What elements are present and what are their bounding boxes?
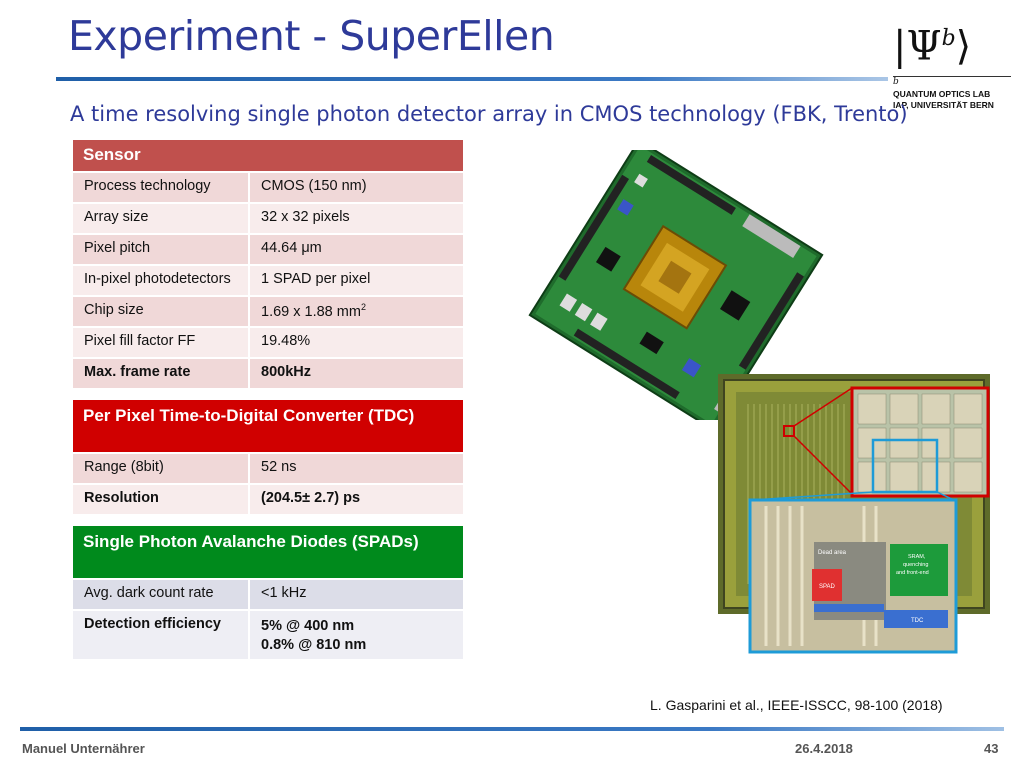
footer-divider — [20, 727, 1004, 731]
table-row: Avg. dark count rate <1 kHz — [73, 580, 463, 611]
efficiency-400nm: 5% @ 400 nm — [261, 618, 355, 634]
row-value: 32 x 32 pixels — [261, 209, 350, 225]
row-label: Chip size — [73, 297, 250, 326]
logo-ket-psi: |Ψ — [893, 23, 942, 70]
logo-small-b: b — [893, 77, 899, 87]
spad-section-header: Single Photon Avalanche Diodes (SPADs) — [73, 526, 463, 580]
quantum-optics-lab-logo: |Ψb⟩ b QUANTUM OPTICS LAB IAP, UNIVERSIT… — [893, 14, 1015, 114]
table-row: Detection efficiency 5% @ 400 nm 0.8% @ … — [73, 611, 463, 661]
sram-label-line1: SRAM, — [908, 554, 926, 560]
row-value: 1.69 x 1.88 mm2 — [250, 297, 463, 326]
chip-layout-image: Dead area SPAD SRAM, quenching and front… — [718, 374, 990, 654]
table-row: Resolution (204.5± 2.7) ps — [73, 485, 463, 516]
row-value: CMOS (150 nm) — [261, 178, 367, 194]
citation: L. Gasparini et al., IEEE-ISSCC, 98-100 … — [650, 697, 943, 713]
footer-author: Manuel Unternährer — [22, 741, 145, 756]
table-row: Pixel pitch 44.64 μm — [73, 235, 463, 266]
sensor-section-header: Sensor — [73, 140, 463, 173]
efficiency-810nm: 0.8% @ 810 nm — [261, 637, 367, 653]
title-divider — [56, 77, 888, 81]
row-label: Detection efficiency — [73, 611, 250, 659]
spad-label: SPAD — [819, 584, 836, 590]
row-label: In-pixel photodetectors — [73, 266, 250, 295]
logo-lab-name: QUANTUM OPTICS LAB — [893, 89, 991, 99]
row-value: 1 SPAD per pixel — [261, 271, 371, 287]
sram-label-line2: quenching — [903, 562, 928, 568]
chip-size-value: 1.69 x 1.88 mm — [261, 303, 361, 320]
logo-ket-close: ⟩ — [955, 23, 972, 70]
table-row: Process technology CMOS (150 nm) — [73, 173, 463, 204]
row-label: Pixel fill factor FF — [73, 328, 250, 357]
row-value: (204.5± 2.7) ps — [261, 490, 361, 506]
section-gap — [73, 516, 463, 526]
row-value: <1 kHz — [261, 585, 307, 601]
chip-size-unit-exponent: 2 — [360, 302, 366, 312]
row-label: Array size — [73, 204, 250, 233]
table-row: In-pixel photodetectors 1 SPAD per pixel — [73, 266, 463, 297]
footer-date: 26.4.2018 — [795, 741, 853, 756]
row-label: Resolution — [73, 485, 250, 514]
dead-area-label: Dead area — [818, 550, 847, 556]
tdc-section-header: Per Pixel Time-to-Digital Converter (TDC… — [73, 400, 463, 454]
table-row: Array size 32 x 32 pixels — [73, 204, 463, 235]
row-label: Pixel pitch — [73, 235, 250, 264]
sram-label-line3: and front-end — [896, 570, 929, 576]
psi-ket-logo-mark: |Ψb⟩ — [893, 14, 971, 71]
slide-subtitle: A time resolving single photon detector … — [70, 102, 908, 126]
table-row: Max. frame rate 800kHz — [73, 359, 463, 390]
row-value: 5% @ 400 nm 0.8% @ 810 nm — [250, 611, 463, 659]
tdc-label: TDC — [911, 618, 924, 624]
table-row: Range (8bit) 52 ns — [73, 454, 463, 485]
section-gap — [73, 390, 463, 400]
row-value: 800kHz — [261, 364, 311, 380]
row-value: 19.48% — [261, 333, 311, 349]
circuit-board-image — [528, 150, 824, 420]
logo-institute-name: IAP, UNIVERSITÄT BERN — [893, 100, 994, 110]
row-label: Range (8bit) — [73, 454, 250, 483]
logo-divider — [893, 76, 1011, 77]
row-value: 52 ns — [261, 459, 297, 475]
specification-table: Sensor Process technology CMOS (150 nm) … — [73, 140, 463, 661]
slide-title: Experiment - SuperEllen — [68, 12, 555, 60]
table-row: Chip size 1.69 x 1.88 mm2 — [73, 297, 463, 328]
row-label: Max. frame rate — [73, 359, 250, 388]
row-value: 44.64 μm — [261, 240, 322, 256]
page-number: 43 — [984, 741, 999, 756]
logo-ket-superscript: b — [941, 26, 956, 51]
row-label: Avg. dark count rate — [73, 580, 250, 609]
table-row: Pixel fill factor FF 19.48% — [73, 328, 463, 359]
row-label: Process technology — [73, 173, 250, 202]
